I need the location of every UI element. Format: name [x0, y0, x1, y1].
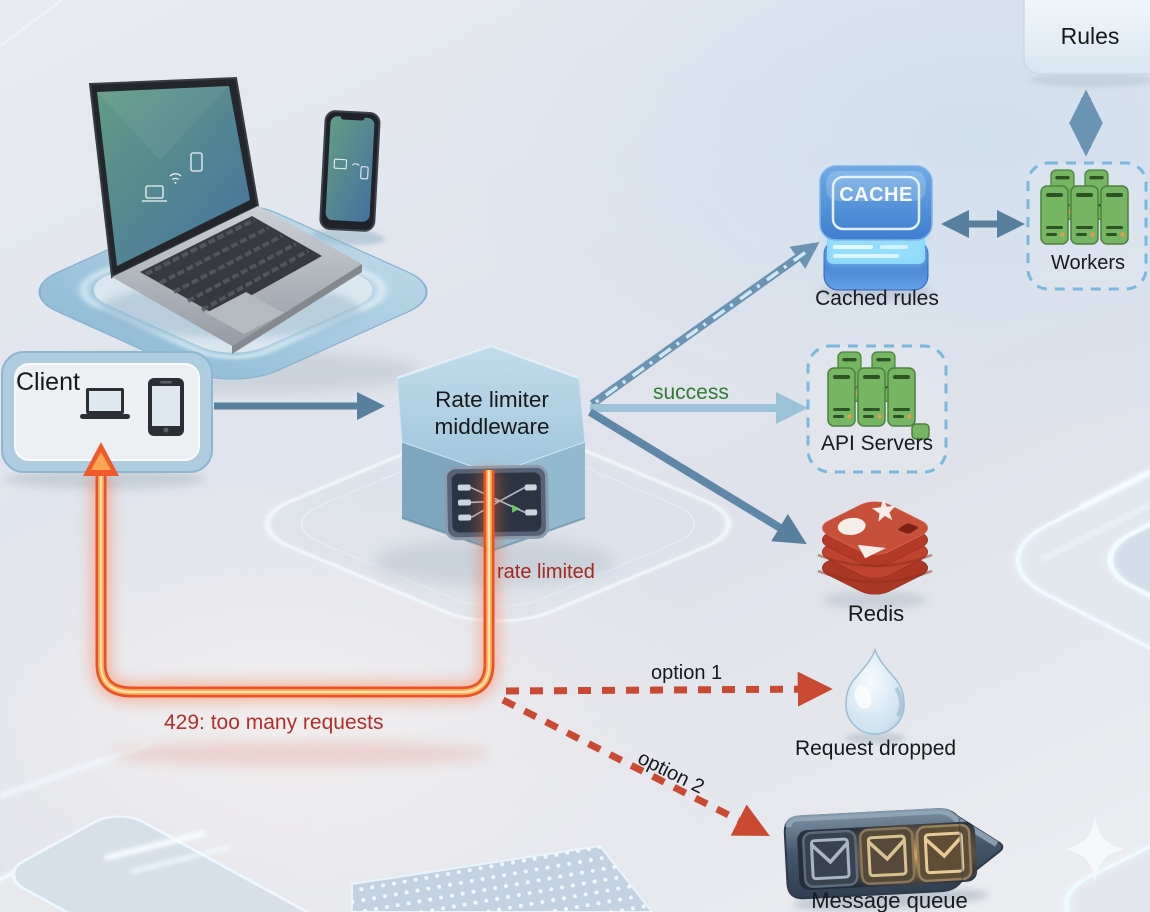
smartphone: [312, 110, 385, 246]
red-floor-glow: [110, 742, 490, 766]
phone-screen-icons: [333, 158, 369, 180]
led-dot-panel: [351, 844, 654, 912]
rate-limited-edge-label: rate limited: [497, 561, 595, 583]
sparkle-icon: [1066, 816, 1124, 882]
api-servers-label: API Servers: [820, 432, 934, 455]
redis-stack: [817, 499, 933, 609]
cache-badge: CACHE: [839, 184, 913, 206]
laptop: [88, 76, 362, 354]
workers-label: Workers: [1050, 252, 1126, 274]
client-phone-icon: [148, 378, 184, 436]
water-drop-icon: [845, 647, 905, 744]
message-queue-box: [783, 808, 1004, 911]
redis-top-shapes: [837, 499, 919, 559]
arrow-limiter-to-redis: [587, 408, 807, 545]
too-many-requests-label: 429: too many requests: [164, 711, 384, 734]
rules-label: Rules: [1060, 23, 1120, 49]
client-label: Client: [16, 368, 80, 396]
rate-limiter-label-line2: middleware: [434, 414, 550, 440]
api-servers-box: [806, 344, 948, 474]
rate-limiter-label: Rate limiter middleware: [400, 386, 584, 441]
success-edge-label: success: [653, 381, 729, 404]
client-laptop-icon: [80, 388, 130, 419]
option1-label: option 1: [651, 662, 723, 684]
laptop-screen-icons: [142, 152, 203, 202]
message-queue-label: Message queue: [811, 888, 968, 912]
rate-limiter-label-line1: Rate limiter: [435, 387, 549, 412]
rules-box: [1023, 0, 1150, 87]
redis-label: Redis: [847, 601, 905, 626]
cache-cube: [818, 165, 934, 301]
cached-rules-label: Cached rules: [815, 287, 939, 310]
request-dropped-label: Request dropped: [794, 737, 957, 760]
red-tube-429-path: [83, 442, 499, 702]
envelope-icon: [858, 826, 916, 886]
arrow-limiter-to-cache: [589, 242, 820, 408]
red-arrowhead: [83, 442, 119, 476]
right-platforms: [1014, 401, 1150, 912]
envelope-icon: [802, 829, 859, 889]
client-box: [1, 351, 213, 489]
dashed-arrow-option1: [505, 671, 833, 707]
workers-box: [1026, 161, 1148, 291]
envelope-icon: [915, 823, 973, 883]
dashed-arrow-option2: [501, 696, 770, 836]
